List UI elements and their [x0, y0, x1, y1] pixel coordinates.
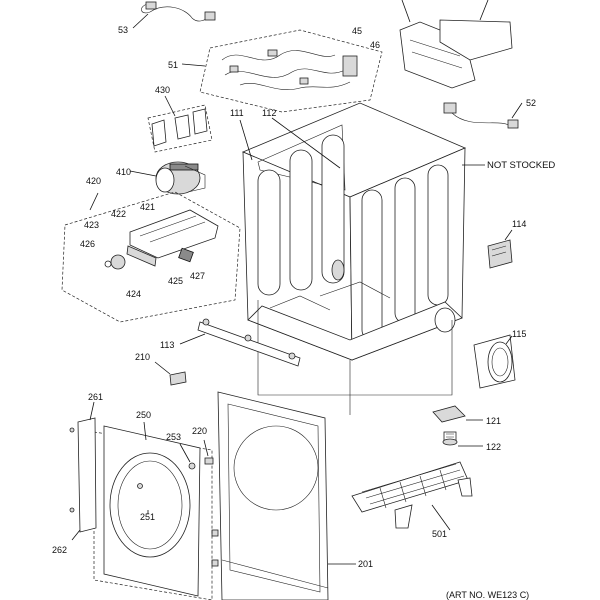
front-rail-113	[179, 318, 301, 367]
dryer-cabinet	[239, 102, 485, 415]
front-panel-201	[211, 391, 356, 600]
callout-121: 121	[486, 416, 501, 426]
callout-250: 250	[136, 410, 151, 420]
callout-122: 122	[486, 442, 501, 452]
callout-201: 201	[358, 559, 373, 569]
callout-46: 46	[370, 40, 380, 50]
callout-114: 114	[512, 219, 526, 229]
foot-bracket-121	[432, 405, 483, 423]
callout-52: 52	[526, 98, 536, 108]
callout-210: 210	[135, 352, 150, 362]
callout-261: 261	[88, 392, 103, 402]
motor-bracket-430	[147, 95, 213, 153]
callout-labels: 53 45 46 51 430 410 420 421 422 423 426 …	[52, 25, 555, 600]
callout-53: 53	[118, 25, 128, 35]
wire-harness-52	[443, 102, 523, 129]
callout-113: 113	[160, 340, 174, 350]
callout-423: 423	[84, 220, 99, 230]
exhaust-duct-115	[473, 334, 516, 389]
callout-421: 421	[140, 202, 155, 212]
callout-251: 251	[140, 512, 155, 522]
not-stocked-note: NOT STOCKED	[487, 160, 555, 171]
callout-425: 425	[168, 276, 183, 286]
wiring-harness-51	[181, 29, 383, 113]
callout-410: 410	[116, 167, 131, 177]
door-catch-210	[154, 361, 187, 386]
callout-262: 262	[52, 545, 67, 555]
callout-115: 115	[512, 329, 526, 339]
callout-424: 424	[126, 289, 141, 299]
rear-bracket-top-right	[399, 0, 513, 89]
leveling-leg-122	[442, 431, 483, 447]
callout-426: 426	[80, 239, 95, 249]
door-assembly-dashed-group	[69, 401, 214, 600]
art-number: (ART NO. WE123 C)	[446, 590, 529, 600]
callout-430: 430	[155, 85, 170, 95]
callout-51: 51	[168, 60, 178, 70]
callout-253: 253	[166, 432, 181, 442]
callout-420: 420	[86, 176, 101, 186]
vent-panel-114	[487, 229, 513, 269]
callout-111: 111	[230, 108, 244, 118]
callout-501: 501	[432, 529, 447, 539]
motor-mount-assembly-420	[61, 191, 241, 323]
callout-422: 422	[111, 209, 126, 219]
callout-427: 427	[190, 271, 205, 281]
callout-112: 112	[262, 108, 276, 118]
callout-45: 45	[352, 26, 362, 36]
drive-motor-410	[129, 161, 206, 195]
callout-220: 220	[192, 426, 207, 436]
drying-rack-501	[351, 461, 473, 531]
wire-harness-53	[132, 1, 216, 29]
